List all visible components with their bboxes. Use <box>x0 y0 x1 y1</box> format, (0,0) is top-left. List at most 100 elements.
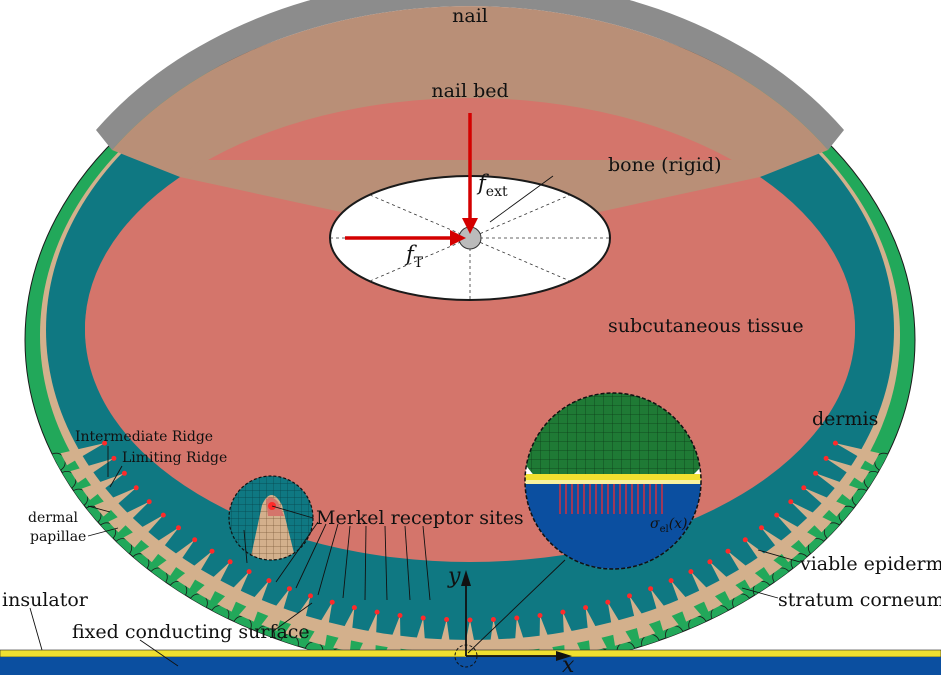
label-nail: nail <box>452 5 488 27</box>
merkel-receptor-site <box>133 485 139 491</box>
dermal-papilla <box>308 602 333 646</box>
merkel-receptor-site <box>627 593 632 599</box>
label-axis-x: x <box>562 653 575 675</box>
coordinate-axes <box>454 570 572 668</box>
dermal-papilla <box>671 580 702 622</box>
merkel-receptor-site <box>160 512 166 518</box>
label-merkel: Merkel receptor sites <box>316 507 524 529</box>
dermal-papilla <box>826 458 870 483</box>
dermal-papilla <box>358 612 378 657</box>
merkel-receptor-site <box>688 569 694 575</box>
label-f-ext: fext <box>476 171 508 200</box>
force-ext-arrow <box>462 113 478 234</box>
dermal-papilla <box>728 551 764 589</box>
merkel-receptor-site <box>102 440 108 446</box>
merkel-receptor-site <box>560 609 566 615</box>
dermal-papilla <box>196 561 231 601</box>
label-papillae: papillae <box>30 529 86 545</box>
dermal-papilla <box>562 612 582 657</box>
label-f-t: fT <box>404 242 424 271</box>
merkel-receptor-site <box>648 586 654 592</box>
dermal-papilla <box>835 443 880 466</box>
merkel-receptor-site <box>742 537 748 543</box>
dermal-papilla <box>261 588 290 631</box>
dermal-papilla <box>383 615 401 660</box>
label-bone: bone (rigid) <box>608 154 722 176</box>
merkel-receptor-site <box>788 499 794 505</box>
merkel-receptor-site <box>351 605 357 611</box>
label-stratum-corneum: stratum corneum <box>778 589 941 611</box>
merkel-receptor-site <box>121 470 127 476</box>
dermal-papilla <box>217 571 250 612</box>
merkel-receptor-site <box>668 578 674 584</box>
merkel-receptor-site <box>605 599 611 605</box>
label-fixed-surface: fixed conducting surface <box>72 621 310 643</box>
label-viable-epidermis: viable epidermis <box>799 553 941 575</box>
dermal-papilla <box>60 443 105 466</box>
dermal-papilla <box>176 551 212 589</box>
label-dermis: dermis <box>812 408 878 430</box>
leader-lines <box>29 175 801 667</box>
merkel-receptor-site <box>801 485 807 491</box>
merkel-receptor-site <box>397 613 403 618</box>
force-t-arrow <box>345 230 466 246</box>
merkel-receptor-site <box>583 605 589 611</box>
dermal-papilla <box>761 527 800 563</box>
dermal-papilla <box>650 588 679 631</box>
dermal-papilla <box>790 501 832 533</box>
merkel-receptor-site <box>266 578 272 584</box>
dermal-papilla <box>803 487 846 517</box>
dermal-papilla <box>709 561 744 601</box>
dermal-papilla <box>108 501 150 533</box>
label-intermediate-ridge: Intermediate Ridge <box>75 429 213 445</box>
merkel-receptor-site <box>209 548 215 554</box>
dermal-papilla <box>539 615 557 660</box>
dermal-papilla <box>607 602 632 646</box>
label-limiting-ridge: Limiting Ridge <box>122 450 227 466</box>
nail <box>96 0 844 150</box>
merkel-receptor-site <box>725 548 731 554</box>
merkel-receptor-site <box>759 525 764 531</box>
merkel-receptor-site <box>227 559 233 565</box>
label-dermal: dermal <box>28 510 79 526</box>
dermal-papilla <box>157 539 195 576</box>
merkel-receptor-site <box>490 617 496 622</box>
dermal-papilla <box>585 607 607 652</box>
label-insulator: insulator <box>2 589 89 611</box>
merkel-receptor-site <box>514 615 520 621</box>
dermal-papilla <box>140 527 179 563</box>
merkel-receptor-site <box>192 537 198 543</box>
dermal-papilla <box>815 473 859 500</box>
dermal-papilla <box>333 607 355 652</box>
dermal-papilla <box>238 580 269 622</box>
merkel-receptor-site <box>308 593 313 599</box>
merkel-receptor-site <box>707 559 713 565</box>
dermal-papilla <box>123 515 164 548</box>
dermal-papilla <box>94 487 137 517</box>
merkel-receptor-site <box>823 455 829 461</box>
merkel-receptor-site <box>813 470 819 476</box>
dermal-papilla <box>284 595 311 639</box>
merkel-receptor-site <box>832 440 838 446</box>
label-axis-y: y <box>447 564 461 589</box>
merkel-receptor-site <box>420 615 426 621</box>
label-sigma-el: σel(x) <box>650 516 688 535</box>
dermal-papilla <box>745 539 783 576</box>
merkel-receptor-site <box>146 499 152 505</box>
merkel-receptor-site <box>774 512 780 518</box>
merkel-receptor-site <box>286 586 292 592</box>
dermal-papilla <box>690 571 723 612</box>
merkel-receptor-site <box>246 569 252 575</box>
dermal-papilla <box>629 595 656 639</box>
merkel-receptor-site <box>329 599 335 605</box>
label-subcutaneous: subcutaneous tissue <box>608 315 804 337</box>
merkel-receptor-site <box>537 613 543 618</box>
dermal-papilla <box>776 515 817 548</box>
label-nail-bed: nail bed <box>431 80 508 102</box>
merkel-receptor-site <box>374 609 380 615</box>
merkel-receptor-site <box>176 525 181 531</box>
merkel-receptor-site <box>111 455 117 461</box>
merkel-receptor-site <box>467 617 473 623</box>
